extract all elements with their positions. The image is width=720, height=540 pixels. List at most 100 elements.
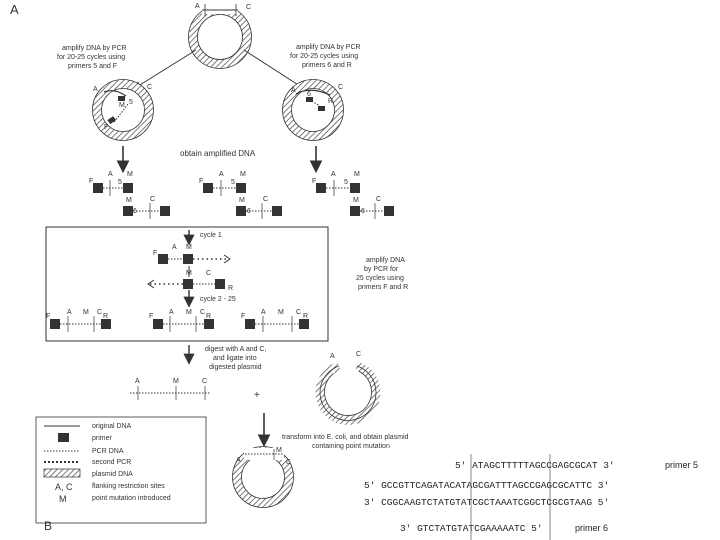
svg-text:C: C (356, 351, 361, 358)
arrow-to-right-pcr (243, 49, 305, 90)
svg-text:25 cycles using: 25 cycles using (356, 275, 404, 282)
svg-text:and ligate into: and ligate into (213, 355, 257, 362)
top-site-a: A (195, 3, 200, 10)
svg-text:C: C (202, 378, 207, 385)
legend-second-pcr: second PCR (92, 459, 131, 466)
svg-text:A: A (261, 309, 266, 316)
svg-text:5: 5 (129, 99, 133, 106)
svg-text:M: M (239, 197, 245, 204)
top-site-c: C (246, 4, 251, 11)
svg-text:5: 5 (344, 179, 348, 186)
fragment-set-1: F A 5 M M 6 C R (89, 171, 170, 219)
second-pcr-box (45, 226, 329, 342)
svg-text:A: A (219, 171, 224, 178)
svg-text:A: A (135, 378, 140, 385)
legend-m-symbol: M (59, 494, 67, 504)
svg-text:R: R (228, 285, 233, 292)
svg-text:M: M (354, 171, 360, 178)
svg-text:6: 6 (307, 91, 311, 98)
svg-text:transform into E. coli, and ob: transform into E. coli, and obtain plasm… (282, 434, 409, 441)
svg-text:digest with A and C,: digest with A and C, (205, 346, 267, 353)
svg-text:R: R (276, 208, 281, 215)
left-pcr-caption: amplify DNA by PCR for 20-25 cycles usin… (57, 45, 127, 70)
fragment-set-3: F A 5 M M 6 C R (312, 171, 394, 219)
svg-text:C: C (263, 196, 268, 203)
svg-text:F: F (46, 313, 50, 320)
svg-text:5: 5 (231, 179, 235, 186)
right-pcr-plasmid: A C R 6 (282, 79, 344, 141)
svg-text:F: F (89, 178, 93, 185)
svg-text:for 20-25 cycles using: for 20-25 cycles using (57, 54, 125, 61)
svg-text:C: C (97, 309, 102, 316)
svg-text:M: M (126, 197, 132, 204)
svg-text:R: R (103, 313, 108, 320)
svg-text:containing point mutation: containing point mutation (312, 443, 390, 450)
svg-text:F: F (104, 124, 108, 131)
svg-text:M: M (276, 447, 282, 454)
svg-text:6: 6 (133, 208, 137, 215)
svg-text:F: F (241, 313, 245, 320)
plus-sign: + (254, 390, 260, 401)
svg-text:primers 5 and F: primers 5 and F (68, 63, 117, 70)
obtain-label: obtain amplified DNA (180, 149, 256, 158)
digested-insert: A M C (130, 378, 210, 400)
svg-text:M: M (186, 244, 192, 251)
svg-text:amplify DNA by PCR: amplify DNA by PCR (62, 45, 127, 52)
svg-text:M: M (119, 102, 125, 109)
svg-text:for 20-25 cycles using: for 20-25 cycles using (290, 53, 358, 60)
svg-text:A: A (172, 244, 177, 251)
svg-text:5: 5 (118, 179, 122, 186)
svg-text:A: A (67, 309, 72, 316)
svg-text:C: C (338, 84, 343, 91)
sequence-panel: 5′ ATAGCTTTTTAGCCGAGCGCAT 3′ primer 5 5′… (364, 454, 698, 540)
svg-text:A: A (330, 353, 335, 360)
transform-caption: transform into E. coli, and obtain plasm… (282, 434, 409, 450)
svg-text:C: C (200, 309, 205, 316)
final-plasmid: A M C (232, 446, 294, 508)
primer-5-label: primer 5 (665, 460, 698, 470)
svg-text:M: M (240, 171, 246, 178)
legend-flanking: flanking restriction sites (92, 483, 165, 490)
legend-ac-symbol: A, C (55, 482, 73, 492)
svg-text:C: C (286, 459, 291, 466)
svg-text:C: C (376, 196, 381, 203)
svg-text:F: F (149, 313, 153, 320)
bottom-strand: 3′ CGGCAAGTCTATGTATCGCTAAATCGGCTCGCGTAAG… (364, 497, 609, 508)
digest-caption: digest with A and C, and ligate into dig… (205, 346, 267, 371)
fragment-set-2: F A 5 M M 6 C R (199, 171, 282, 219)
svg-text:6: 6 (361, 208, 365, 215)
svg-text:M: M (186, 309, 192, 316)
legend-pcr: PCR DNA (92, 448, 124, 455)
svg-text:R: R (389, 208, 394, 215)
digested-plasmid: A C (315, 351, 381, 426)
svg-text:primers F and R: primers F and R (358, 284, 408, 291)
panel-a-label: A (10, 2, 19, 17)
svg-text:primers 6 and R: primers 6 and R (302, 62, 352, 69)
top-plasmid: A C (188, 3, 252, 69)
svg-text:R: R (303, 313, 308, 320)
legend-original: original DNA (92, 423, 132, 430)
svg-text:A: A (331, 171, 336, 178)
svg-text:amplify DNA: amplify DNA (366, 257, 405, 264)
primer-6-label: primer 6 (575, 523, 608, 533)
svg-text:R: R (206, 313, 211, 320)
svg-text:A: A (169, 309, 174, 316)
legend-plasmid: plasmid DNA (92, 471, 133, 478)
svg-text:M: M (83, 309, 89, 316)
second-pcr-note: amplify DNA by PCR for 25 cycles using p… (356, 257, 408, 291)
svg-text:F: F (153, 250, 157, 257)
svg-text:cycle 2 - 25: cycle 2 - 25 (200, 296, 236, 303)
svg-text:F: F (199, 178, 203, 185)
svg-text:A: A (108, 171, 113, 178)
svg-text:R: R (328, 98, 333, 105)
svg-text:C: C (296, 309, 301, 316)
svg-text:A: A (93, 86, 98, 93)
second-pcr-content: cycle 1 F A M M C R cycle 2 - 25 F A M C (46, 230, 309, 332)
legend-mutation: point mutation introduced (92, 495, 171, 502)
right-pcr-caption: amplify DNA by PCR for 20-25 cycles usin… (290, 44, 361, 69)
svg-text:amplify DNA by PCR: amplify DNA by PCR (296, 44, 361, 51)
svg-text:M: M (173, 378, 179, 385)
svg-text:digested plasmid: digested plasmid (209, 364, 262, 371)
svg-text:by PCR for: by PCR for (364, 266, 399, 273)
